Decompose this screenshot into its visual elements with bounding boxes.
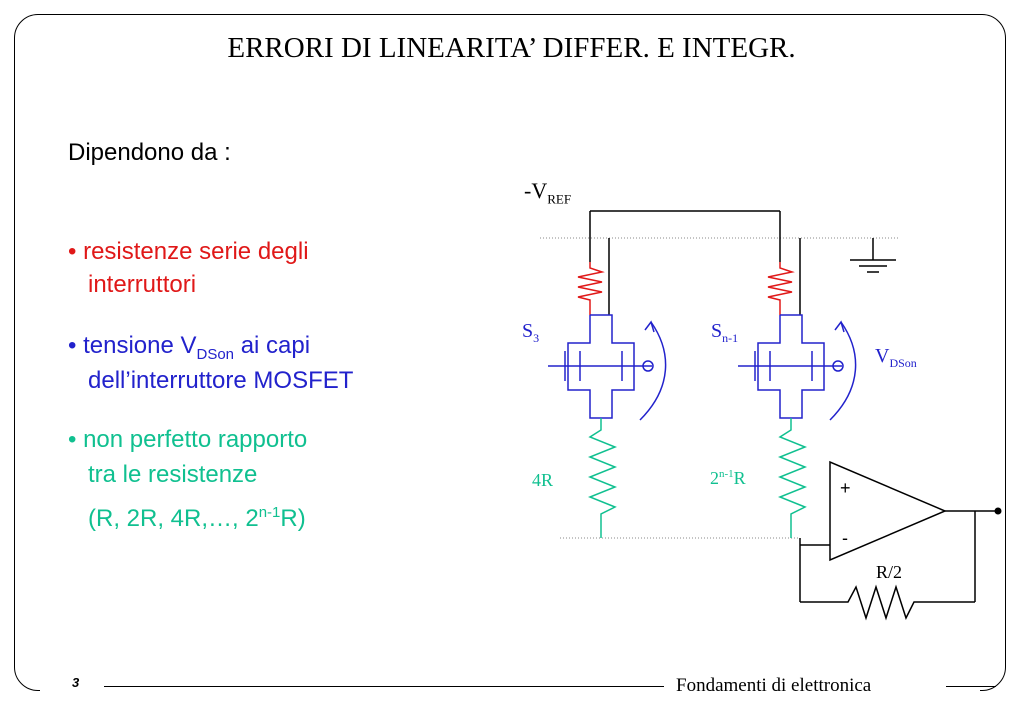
bullet-line1-post: ai capi <box>234 332 311 359</box>
vdson-label: VDSon <box>875 345 917 370</box>
bullet-line1-sub: DSon <box>196 345 235 363</box>
footer-divider-left <box>104 686 664 687</box>
mosfet-switch-sn1 <box>738 314 857 421</box>
opamp-plus-label: + <box>840 478 851 498</box>
output-node <box>994 507 1002 515</box>
s3-label: S3 <box>522 320 540 345</box>
bullet-dot: • <box>68 332 77 359</box>
resistor-4r <box>587 418 618 538</box>
opamp-minus-label: - <box>842 528 848 548</box>
sn1-label: Sn-1 <box>711 320 739 345</box>
feedback-resistor-label: R/2 <box>876 562 903 582</box>
resistor-4r-label: 4R <box>532 470 554 490</box>
bullet-vdson-cont: dell’interruttore MOSFET <box>88 367 354 394</box>
bullet-line1-pre: tensione V <box>83 332 197 359</box>
bullet-series-resistance: • resistenze serie degli <box>68 237 309 267</box>
page-number: 3 <box>72 675 80 690</box>
mosfet-switch-s3 <box>548 314 667 421</box>
bullet-ratio: • non perfetto rapporto <box>68 425 307 455</box>
vref-label: -VREF <box>524 178 572 207</box>
slide-title: ERRORI DI LINEARITA’ DIFFER. E INTEGR. <box>227 32 796 64</box>
ground-icon <box>850 238 896 273</box>
footer-divider-right <box>946 686 996 687</box>
series-resistor-1 <box>577 262 605 315</box>
bullet-vdson: • tensione VDSon ai capi <box>68 331 310 370</box>
series-resistor-2 <box>767 262 795 315</box>
opamp-triangle <box>829 460 947 562</box>
bullet-line1: resistenze serie degli <box>83 238 309 265</box>
bullet-dot: • <box>68 238 77 265</box>
resistor-2n1r-label: 2n-1R <box>710 468 746 488</box>
bullet-ratio-line2: tra le resistenze <box>88 461 258 488</box>
intro-text: Dipendono da : <box>68 139 231 166</box>
bullet-ratio-line3: (R, 2R, 4R,…, 2n-1R) <box>88 504 306 532</box>
feedback-resistor <box>800 584 975 621</box>
bullet-series-resistance-cont: interruttori <box>88 271 197 298</box>
bullet-dot: • <box>68 426 77 453</box>
course-name: Fondamenti di elettronica <box>676 675 872 696</box>
resistor-2n1r <box>777 418 808 538</box>
footer-mask <box>40 676 980 700</box>
bullet-line1: non perfetto rapporto <box>83 426 308 453</box>
